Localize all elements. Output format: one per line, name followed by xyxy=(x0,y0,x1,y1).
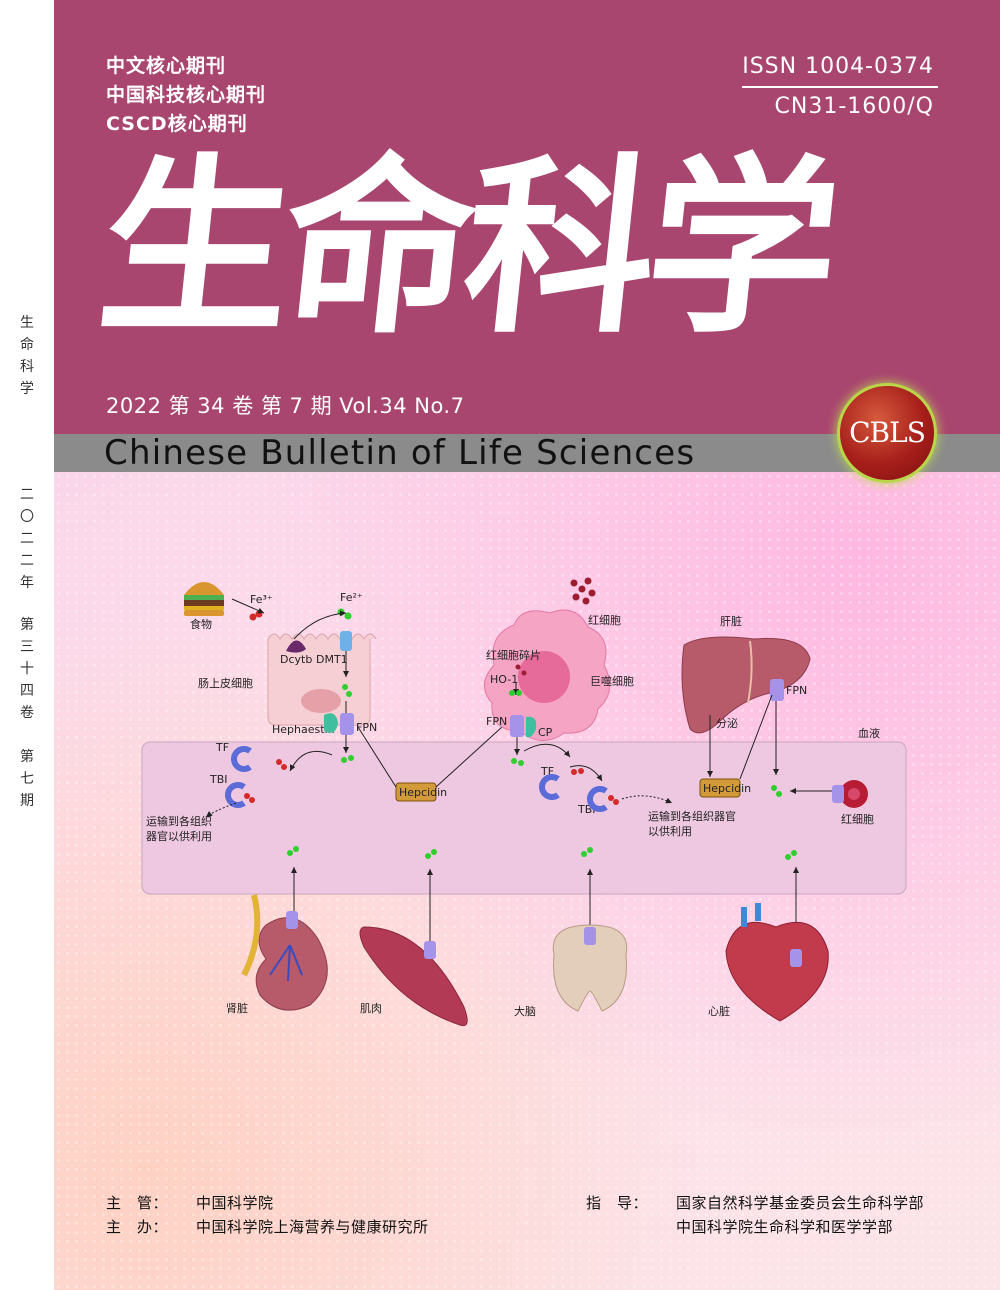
journal-title: 生命科学 xyxy=(90,136,842,359)
label-transport-b2: 以供利用 xyxy=(648,824,692,838)
iron-metabolism-figure: 食物 Fe³⁺ Fe²⁺ Dcytb DMT1 肠上皮细胞 Hephaestin xyxy=(54,555,1000,1055)
spine-char: 第 xyxy=(20,617,34,633)
spine-char: 科 xyxy=(20,359,34,375)
hephaestin-protein xyxy=(324,713,338,733)
guide-label: 指 导： xyxy=(586,1194,649,1212)
label-tbi-left: TBI xyxy=(209,773,228,786)
cover: 中文核心期刊 中国科技核心期刊 CSCD核心期刊 ISSN 1004-0374 … xyxy=(54,0,1000,1290)
label-fe3: Fe³⁺ xyxy=(250,593,273,606)
label-fpn-macrophage: FPN xyxy=(486,715,507,728)
spine: 生 命 科 学 二 〇 二 二 年 第 三 十 四 卷 第 七 期 xyxy=(0,0,54,1290)
label-muscle: 肌肉 xyxy=(360,1002,382,1015)
header-band xyxy=(54,0,1000,434)
spine-char: 期 xyxy=(20,793,34,809)
heart-organ xyxy=(725,903,829,1022)
supervisor-label: 主 管： xyxy=(106,1194,169,1212)
tbi-protein-right xyxy=(587,786,608,812)
label-secretion: 分泌 xyxy=(716,717,738,730)
spine-title: 生 命 科 学 xyxy=(0,312,54,400)
spine-char: 四 xyxy=(20,683,34,699)
spine-char: 卷 xyxy=(20,705,34,721)
label-transport-2: 器官以供利用 xyxy=(146,829,212,843)
tbi-protein xyxy=(225,782,246,808)
label-hepcidin-liver: Hepcidin xyxy=(703,782,751,795)
spine-char: 二 xyxy=(20,553,34,569)
label-hephaestin: Hephaestin xyxy=(272,723,335,736)
cp-protein xyxy=(526,716,537,738)
issue-line: 2022 第 34 卷 第 7 期 Vol.34 No.7 xyxy=(106,394,465,418)
spine-char: 学 xyxy=(20,381,34,397)
core-journal-2: 中国科技核心期刊 xyxy=(106,84,267,106)
label-brain: 大脑 xyxy=(514,1004,536,1018)
label-ho1: HO-1 xyxy=(490,673,518,686)
label-intestinal-cell: 肠上皮细胞 xyxy=(198,677,253,690)
spine-issue: 第 七 期 xyxy=(0,746,54,812)
guide-1: 国家自然科学基金委员会生命科学部 xyxy=(676,1194,925,1212)
fpn-channel-macrophage xyxy=(510,715,524,737)
label-transport-b1: 运输到各组织器官 xyxy=(648,809,736,823)
label-dmt1: DMT1 xyxy=(316,653,348,666)
supervisor: 中国科学院 xyxy=(196,1194,274,1212)
spine-char: 生 xyxy=(20,315,34,331)
hepcidin-box-liver xyxy=(699,778,741,798)
tf-protein xyxy=(231,746,252,772)
spine-char: 二 xyxy=(20,487,34,503)
label-food: 食物 xyxy=(190,617,212,631)
label-liver: 肝脏 xyxy=(720,615,742,628)
muscle-organ xyxy=(359,926,468,1027)
issn: ISSN 1004-0374 xyxy=(742,54,934,79)
spine-year: 二 〇 二 二 年 xyxy=(0,484,54,594)
label-tf-left: TF xyxy=(215,741,229,754)
sponsor-label: 主 办： xyxy=(106,1218,169,1236)
label-kidney: 肾脏 xyxy=(226,1002,248,1015)
label-cp: CP xyxy=(538,726,553,739)
sponsor: 中国科学院上海营养与健康研究所 xyxy=(196,1218,429,1236)
label-rbc-fragment: 红细胞碎片 xyxy=(486,648,541,662)
spine-char: 命 xyxy=(20,337,34,353)
kidney-organ xyxy=(241,894,328,1011)
fpn-channel-rbc xyxy=(832,785,844,803)
label-fpn-liver: FPN xyxy=(786,684,807,697)
label-blood: 血液 xyxy=(858,726,880,740)
cn-number: CN31-1600/Q xyxy=(774,94,934,119)
label-rbc-right: 红细胞 xyxy=(841,813,874,826)
macrophage-cell xyxy=(484,609,611,741)
figure-svg: 食物 Fe³⁺ Fe²⁺ Dcytb DMT1 肠上皮细胞 Hephaestin xyxy=(141,577,907,1027)
spine-char: 七 xyxy=(20,771,34,787)
tf-protein-right xyxy=(539,774,560,800)
spine-char: 第 xyxy=(20,749,34,765)
spine-volume: 第 三 十 四 卷 xyxy=(0,614,54,724)
dmt1-channel xyxy=(340,631,352,651)
core-journal-1: 中文核心期刊 xyxy=(106,55,227,77)
spine-char: 三 xyxy=(20,639,34,655)
dcytb-protein xyxy=(286,640,306,653)
brain-organ xyxy=(552,924,628,1012)
hepcidin-box xyxy=(395,782,437,802)
label-transport-1: 运输到各组织 xyxy=(146,814,212,828)
spine-char: 二 xyxy=(20,531,34,547)
burger-icon xyxy=(184,582,224,616)
label-dcytb: Dcytb xyxy=(280,653,312,666)
spine-char: 年 xyxy=(20,575,34,591)
label-rbc: 红细胞 xyxy=(588,614,621,627)
issn-divider xyxy=(742,86,938,88)
fpn-channel xyxy=(340,713,354,735)
label-macrophage: 巨噬细胞 xyxy=(590,674,634,688)
label-fe2: Fe²⁺ xyxy=(340,591,363,604)
core-journal-3: CSCD核心期刊 xyxy=(106,113,248,135)
english-title: Chinese Bulletin of Life Sciences xyxy=(104,433,696,473)
guide-2: 中国科学院生命科学和医学学部 xyxy=(676,1218,894,1236)
intestinal-cell xyxy=(267,633,377,726)
spine-char: 〇 xyxy=(20,509,34,525)
spine-char: 十 xyxy=(20,661,34,677)
label-heart: 心脏 xyxy=(708,1005,730,1018)
rbc-cluster xyxy=(570,577,596,605)
cbls-logo: CBLS xyxy=(840,386,934,480)
blood-compartment xyxy=(141,741,907,895)
label-fpn: FPN xyxy=(356,721,377,734)
fpn-channel-liver xyxy=(770,679,784,701)
label-hepcidin: Hepcidin xyxy=(399,786,447,799)
